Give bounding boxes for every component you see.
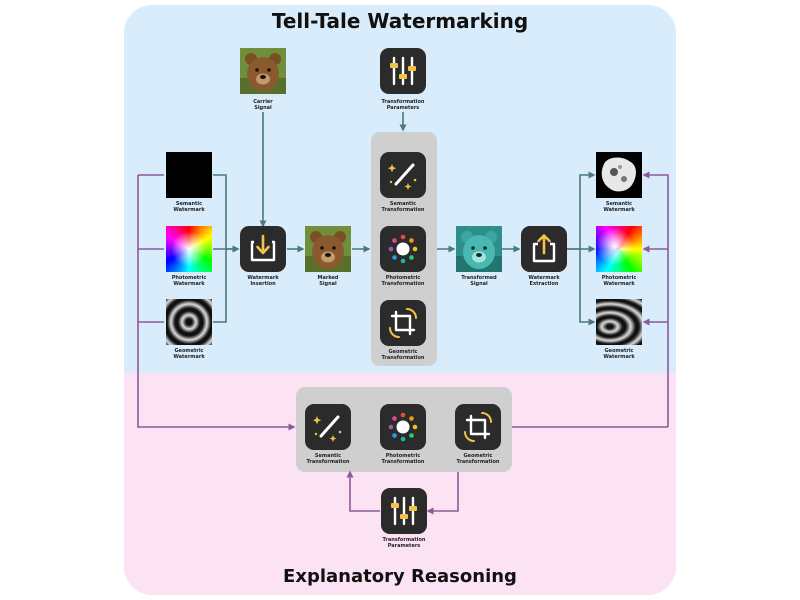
marked-signal-label: Marked Signal — [317, 275, 339, 287]
watermark-insertion-tile — [240, 226, 286, 272]
geometric-watermark-output-label: Geometric Watermark — [603, 348, 635, 360]
photometric-watermark-output-label: Photometric Watermark — [601, 275, 637, 287]
semantic-watermark-input-label: Semantic Watermark — [173, 201, 205, 213]
sliders-icon — [390, 56, 416, 86]
geometric-watermark-output — [596, 299, 642, 345]
semantic-watermark-output — [596, 152, 642, 198]
photometric-transformation-label: Photometric Transformation — [381, 275, 425, 287]
bear-image-icon — [456, 226, 502, 272]
geometric-transformation-label: Geometric Transformation — [381, 349, 425, 361]
reasoning-semantic-tile — [305, 404, 351, 450]
title-explanatory-reasoning: Explanatory Reasoning — [283, 566, 517, 587]
bear-image-icon — [305, 226, 351, 272]
semantic-watermark-output-label: Semantic Watermark — [603, 201, 635, 213]
transformed-signal-image — [456, 226, 502, 272]
transformation-parameters-tile-bottom — [381, 488, 427, 534]
watermark-insertion-label: Watermark Insertion — [247, 275, 279, 287]
bear-image-icon — [240, 48, 286, 94]
carrier-signal-image — [240, 48, 286, 94]
reasoning-geometric-tile — [455, 404, 501, 450]
semantic-transformation-tile — [380, 152, 426, 198]
crop-rotate-icon — [389, 308, 417, 338]
color-wheel-icon — [388, 234, 418, 264]
insert-tray-icon — [250, 234, 276, 262]
geometric-transformation-tile — [380, 300, 426, 346]
reasoning-photometric-tile — [380, 404, 426, 450]
geometric-watermark-input-label: Geometric Watermark — [173, 348, 205, 360]
photometric-watermark-output — [596, 226, 642, 272]
noisy-blob-icon — [601, 157, 636, 192]
photometric-watermark-input-label: Photometric Watermark — [171, 275, 207, 287]
transformed-signal-label: Transformed Signal — [461, 275, 497, 287]
transformation-parameters-label-bottom: Transformation Parameters — [382, 537, 426, 549]
sliders-icon — [391, 496, 417, 526]
watermark-extraction-label: Watermark Extraction — [528, 275, 560, 287]
reasoning-arrows — [137, 171, 669, 515]
crop-rotate-icon — [464, 412, 492, 442]
geometric-watermark-input — [166, 299, 212, 345]
watermark-extraction-tile — [521, 226, 567, 272]
carrier-signal-label: Carrier Signal — [253, 99, 273, 111]
magic-wand-icon — [387, 163, 417, 190]
marked-signal-image — [305, 226, 351, 272]
photometric-transformation-tile — [380, 226, 426, 272]
reasoning-semantic-label: Semantic Transformation — [306, 453, 350, 465]
reasoning-geometric-label: Geometric Transformation — [456, 453, 500, 465]
reasoning-photometric-label: Photometric Transformation — [381, 453, 425, 465]
flow-arrows — [213, 112, 596, 326]
share-export-icon — [532, 234, 556, 263]
magic-wand-icon — [312, 415, 342, 442]
title-tell-tale-watermarking: Tell-Tale Watermarking — [271, 9, 529, 33]
semantic-transformation-label: Semantic Transformation — [381, 201, 425, 213]
transformation-parameters-tile-top — [380, 48, 426, 94]
photometric-watermark-input — [166, 226, 212, 272]
semantic-watermark-input — [166, 152, 212, 198]
transformation-parameters-label-top: Transformation Parameters — [381, 99, 425, 111]
color-wheel-icon — [388, 412, 418, 442]
